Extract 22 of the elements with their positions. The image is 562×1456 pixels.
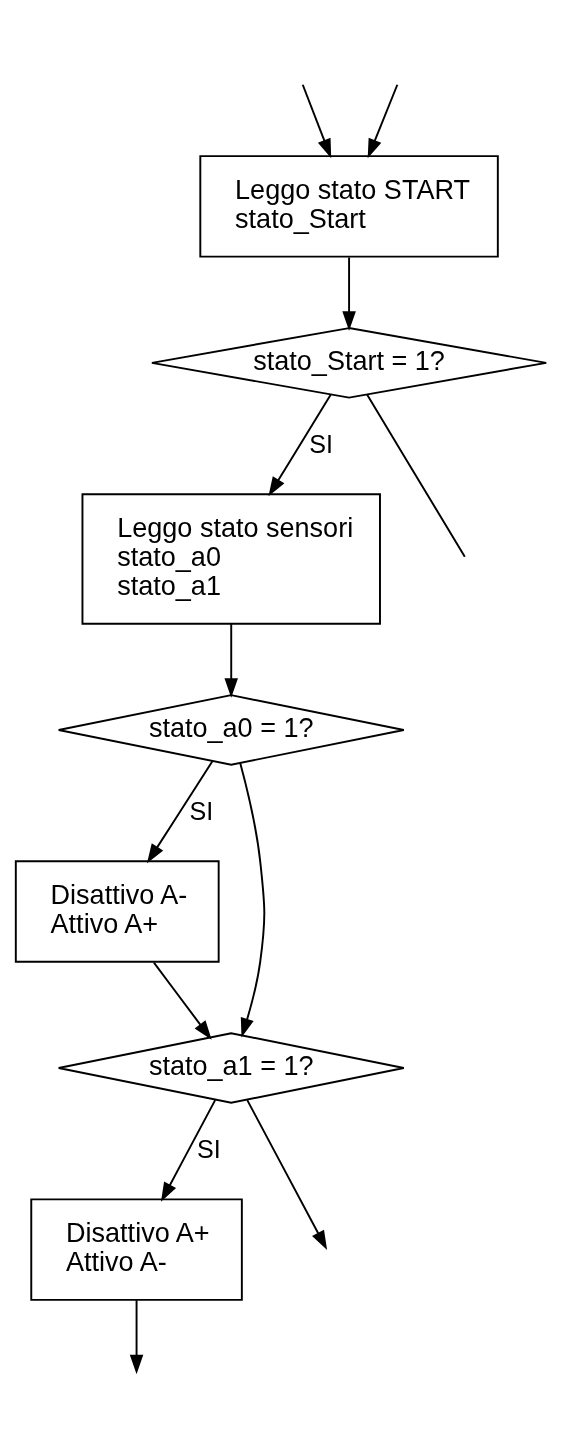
node-diamond: stato_a1 = 1? (57, 1032, 405, 1104)
arrow (129, 1299, 144, 1375)
node-diamond: stato_Start = 1? (150, 327, 548, 399)
arrow (301, 83, 332, 159)
arrow (246, 1099, 328, 1250)
node-box: Leggo stato sensori stato_a0 stato_a1 (81, 493, 381, 625)
node-box: Leggo stato START stato_Start (199, 155, 499, 258)
arrow (152, 961, 212, 1040)
edge-label: SI (197, 1134, 221, 1163)
arrow (224, 623, 238, 698)
arrow (239, 761, 266, 1038)
connector (366, 393, 466, 558)
arrow (147, 760, 214, 864)
arrow (268, 393, 332, 497)
node-box: Disattivo A+ Attivo A- (30, 1198, 243, 1301)
arrow (367, 83, 399, 159)
arrow (160, 1099, 217, 1202)
arrow (342, 256, 356, 331)
edge-label: SI (189, 796, 214, 825)
edge-label: SI (309, 429, 333, 458)
node-diamond: stato_a0 = 1? (57, 694, 405, 766)
node-box: Disattivo A- Attivo A+ (14, 860, 220, 963)
